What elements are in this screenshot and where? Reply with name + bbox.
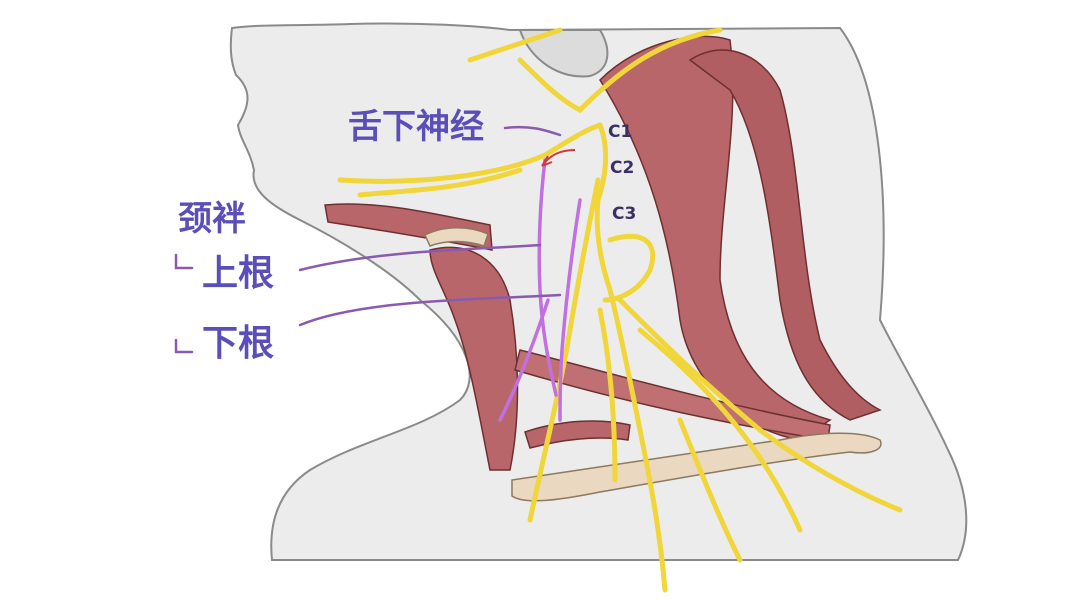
sternocleidomastoid-muscle xyxy=(599,35,832,441)
red-arrow-icon xyxy=(541,149,576,167)
ansa-cervicalis-nerves xyxy=(498,158,582,422)
ansa-cervicalis-label: 颈袢 xyxy=(178,199,246,239)
c3-level-label: C3 xyxy=(612,204,637,224)
ear xyxy=(518,29,609,78)
c1-level-label: C1 xyxy=(608,122,633,142)
trapezius-muscle xyxy=(688,49,882,421)
c2-level-label: C2 xyxy=(610,158,635,178)
scalene-muscle xyxy=(429,246,519,471)
hyoid-bone xyxy=(424,227,489,247)
hypoglossal-nerve-label: 舌下神经 xyxy=(348,107,484,147)
superior-root-label: 上根 xyxy=(202,253,275,294)
cervical-plexus-nerves xyxy=(337,27,903,593)
label-leader-lines xyxy=(174,125,562,354)
inferior-root-label: 下根 xyxy=(202,323,275,364)
